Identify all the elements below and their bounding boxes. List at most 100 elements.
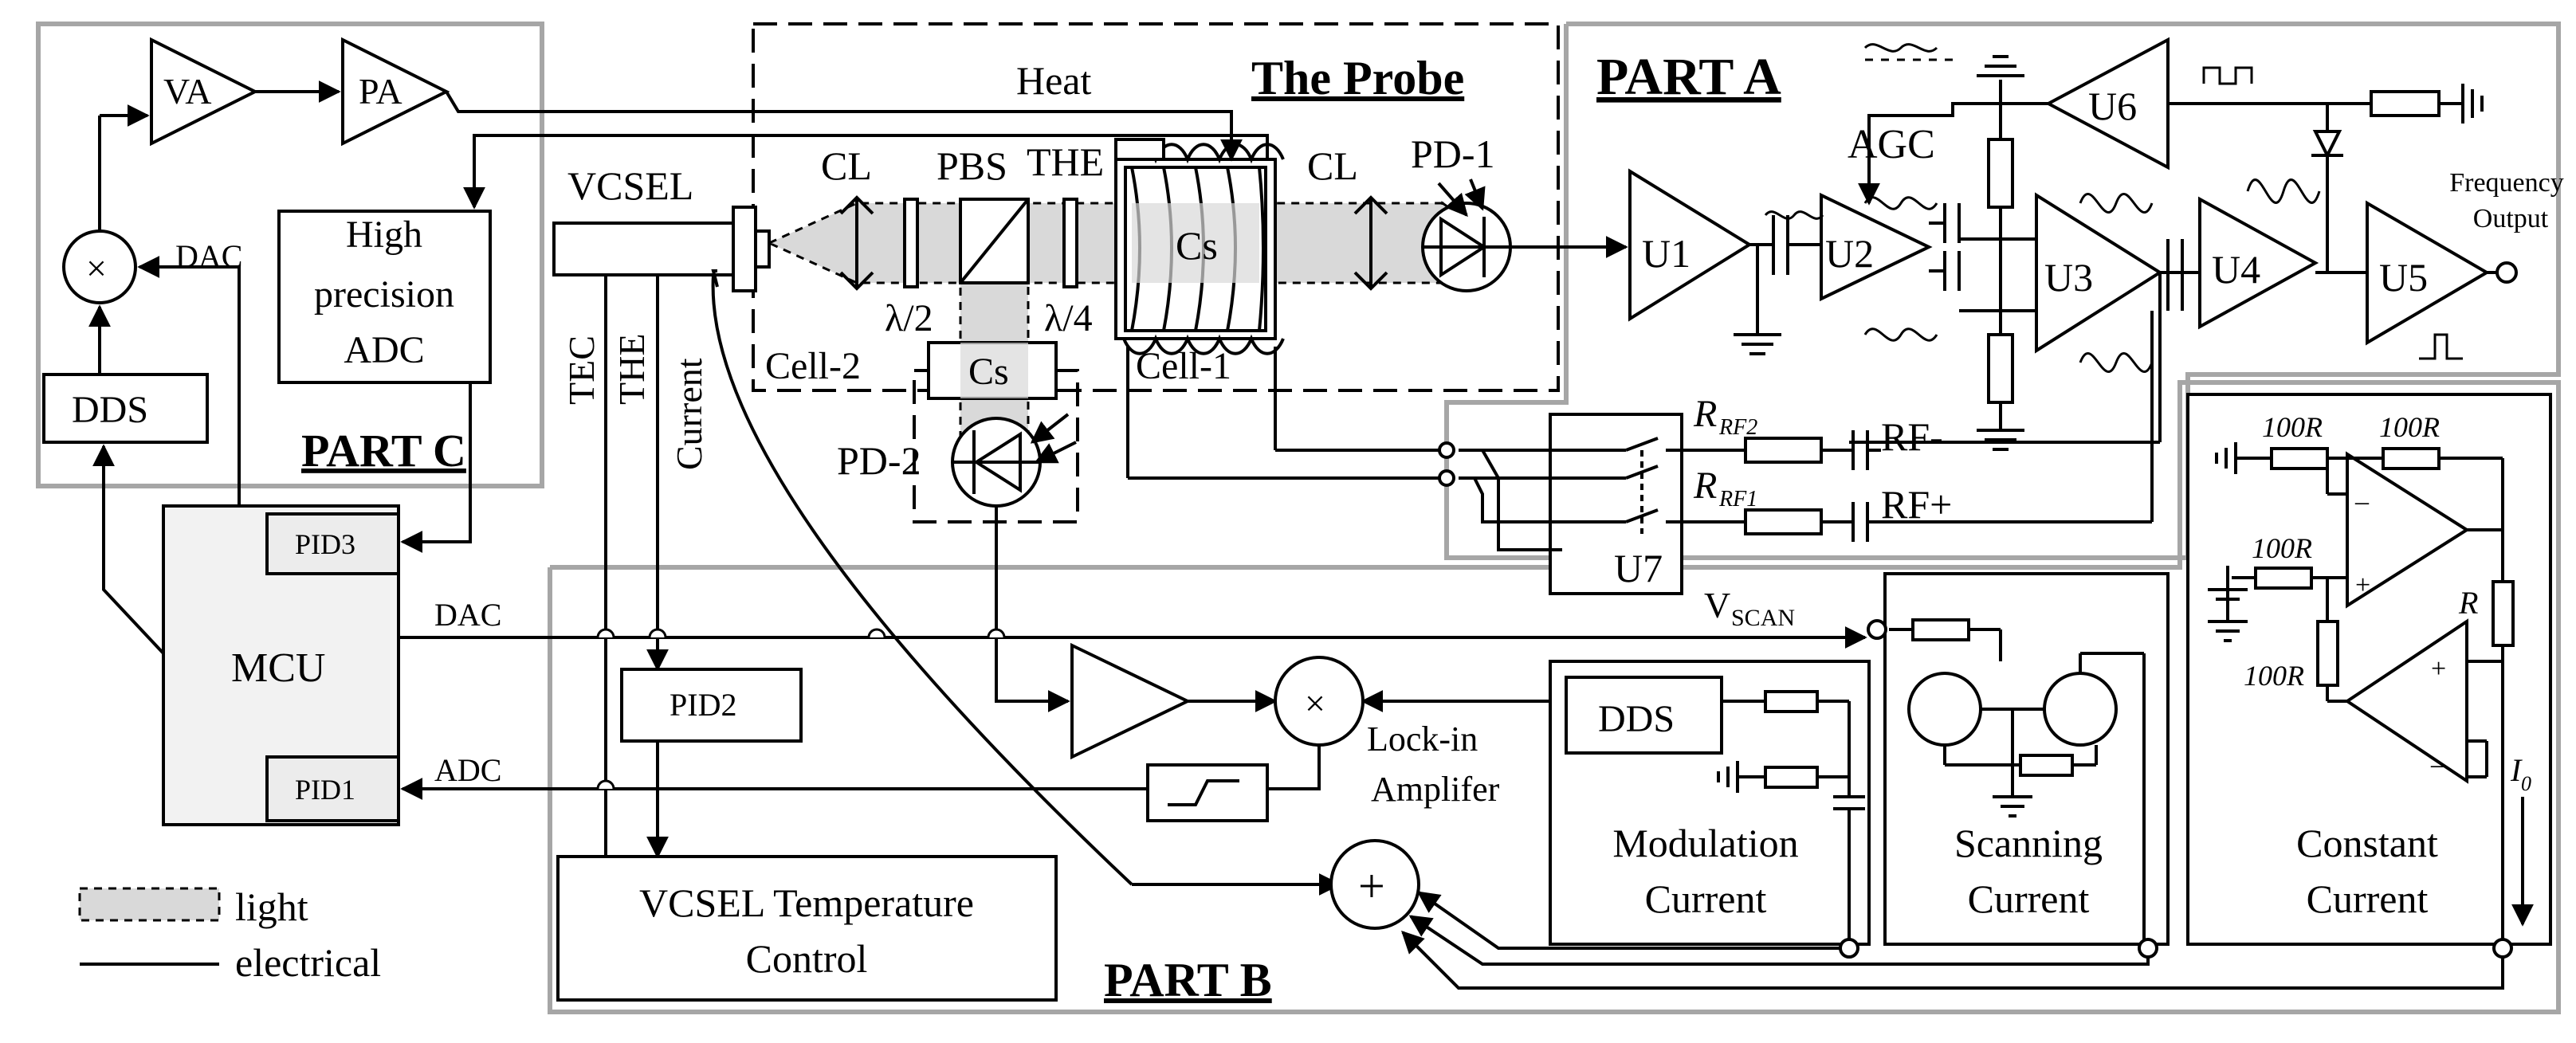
legend-light-swatch xyxy=(78,887,221,922)
cl-left-arrow-bottom xyxy=(839,271,874,291)
the-wire-label: THE xyxy=(611,334,652,405)
vscan-terminal xyxy=(1867,619,1887,640)
dds-c-box xyxy=(42,373,209,444)
dac-c-label: DAC xyxy=(175,238,242,274)
pid1-label: PID1 xyxy=(295,774,355,806)
pd1-photodiode xyxy=(1421,178,1512,292)
cl-left-arrow-top xyxy=(839,195,874,215)
adc-line2: precision xyxy=(314,273,454,316)
lambda2-label: λ/2 xyxy=(885,297,933,339)
pbs-diagonal xyxy=(959,198,1030,284)
r-rf1-label: R xyxy=(1693,465,1717,507)
u1-label: U1 xyxy=(1642,231,1690,276)
mod-line1: Modulation xyxy=(1612,821,1798,865)
cl-left-label: CL xyxy=(821,143,872,188)
u2-label: U2 xyxy=(1825,231,1874,276)
part-b-title: PART B xyxy=(1104,954,1272,1006)
lockin-line1: Lock-in xyxy=(1367,720,1478,759)
rf-minus-label: RF- xyxy=(1881,414,1943,459)
temp-control-box xyxy=(556,855,1058,1002)
scan-line1: Scanning xyxy=(1954,821,2103,865)
mcu-adc-label: ADC xyxy=(434,752,501,788)
cell1-label: Cell-1 xyxy=(1136,345,1231,387)
vcsel-label: VCSEL xyxy=(567,163,693,208)
dds-b-label: DDS xyxy=(1598,698,1675,740)
multiplier-c-symbol: × xyxy=(86,248,107,288)
cc-r2: 100R xyxy=(2379,411,2440,443)
summer-node xyxy=(1329,839,1420,930)
cc-i0: I xyxy=(2510,752,2523,788)
u7-wiring xyxy=(1126,347,2154,551)
lambda4-plate xyxy=(1062,198,1078,288)
pa-label: PA xyxy=(359,71,402,112)
waveforms xyxy=(1764,43,2463,373)
u7-label: U7 xyxy=(1614,546,1663,590)
lockin-line2: Amplifer xyxy=(1371,770,1500,809)
part-b-border xyxy=(548,380,2561,1014)
svg-text:+: + xyxy=(2355,571,2370,600)
cc-r3: 100R xyxy=(2252,532,2312,564)
freq-line1: Frequency xyxy=(2449,168,2564,198)
cc-r4: 100R xyxy=(2244,660,2304,692)
lockin-multiplier xyxy=(1274,656,1365,747)
vscan-label: V xyxy=(1704,585,1730,625)
part-a-title: PART A xyxy=(1596,48,1781,106)
pid3-label: PID3 xyxy=(295,528,355,560)
cc-i0-sub: 0 xyxy=(2521,772,2531,795)
cs-small-label: Cs xyxy=(968,351,1009,393)
scan-line2: Current xyxy=(1968,876,2090,921)
modulation-out-terminal xyxy=(1839,938,1859,959)
rf-plus-label: RF+ xyxy=(1881,482,1952,527)
r-rf2-label: R xyxy=(1693,393,1717,435)
pid3-box xyxy=(265,512,400,575)
freq-output-terminal[interactable] xyxy=(2496,261,2518,284)
dds-b-box xyxy=(1565,676,1723,755)
vcsel-body xyxy=(552,222,735,276)
tec-label: TEC xyxy=(561,335,602,405)
comparator-box xyxy=(1146,763,1269,822)
part-c-border xyxy=(36,22,544,488)
constant-out-terminal xyxy=(2492,938,2513,959)
va-label: VA xyxy=(163,71,212,112)
vcsel-window xyxy=(732,206,757,292)
current-label: Current xyxy=(669,358,709,470)
agc-label: AGC xyxy=(1848,122,1935,167)
heat-label: Heat xyxy=(1016,58,1091,103)
partb-internals xyxy=(1717,618,2146,940)
adc-box xyxy=(277,210,492,384)
legend-electrical-label: electrical xyxy=(235,940,381,985)
temp-line2: Control xyxy=(746,936,868,981)
u4-label: U4 xyxy=(2212,247,2260,292)
lockin-multiplier-symbol: × xyxy=(1305,683,1325,723)
scanning-out-terminal xyxy=(2138,938,2158,959)
part-a-wiring xyxy=(1510,55,2497,510)
vscan-sub: SCAN xyxy=(1731,605,1795,631)
va-amplifier xyxy=(150,37,259,147)
lambda2-plate xyxy=(903,198,919,288)
adc-line3: ADC xyxy=(344,329,424,371)
constant-current-circuit xyxy=(2208,442,2534,940)
pid2-label: PID2 xyxy=(670,687,736,723)
mcu-dac-label: DAC xyxy=(434,597,501,633)
adc-line1: High xyxy=(346,214,422,256)
u2-amp xyxy=(1820,192,1933,302)
u7-switch xyxy=(1549,413,1683,595)
cl-right-arrow-top xyxy=(1353,195,1388,215)
pbs-label: PBS xyxy=(937,143,1007,188)
summer-plus: + xyxy=(1358,860,1385,912)
u6-label: U6 xyxy=(2088,84,2137,128)
cc-r1: 100R xyxy=(2262,411,2323,443)
cc-line2: Current xyxy=(2307,876,2429,921)
rf1-terminal xyxy=(1438,469,1455,487)
cell2-label: Cell-2 xyxy=(765,345,861,387)
pd2-label: PD-2 xyxy=(837,438,921,483)
pid1-box xyxy=(265,755,400,822)
partb-amplifier xyxy=(1070,642,1192,760)
freq-line2: Output xyxy=(2473,204,2549,233)
comparator-symbol xyxy=(1168,779,1239,806)
main-wiring xyxy=(88,80,2504,990)
svg-text:+: + xyxy=(2431,654,2446,684)
the-label: THE xyxy=(1027,139,1104,184)
cl-right-arrow-bottom xyxy=(1353,271,1388,291)
